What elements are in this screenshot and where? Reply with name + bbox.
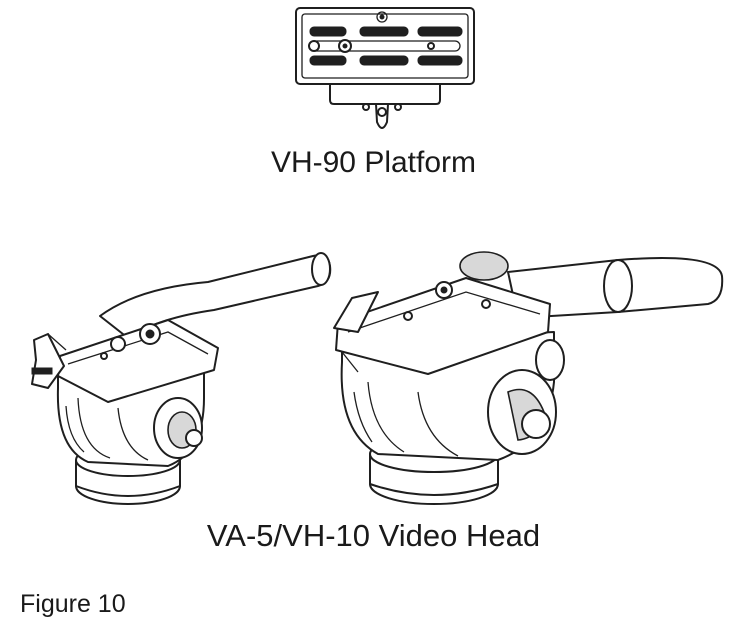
platform-illustration [290,0,480,145]
platform-caption: VH-90 Platform [270,146,477,179]
figure-label: Figure 10 [20,590,126,618]
vh10-video-head-illustration [318,242,738,512]
va5-video-head-illustration [18,238,338,513]
video-head-caption: VA-5/VH-10 Video Head [206,518,541,553]
